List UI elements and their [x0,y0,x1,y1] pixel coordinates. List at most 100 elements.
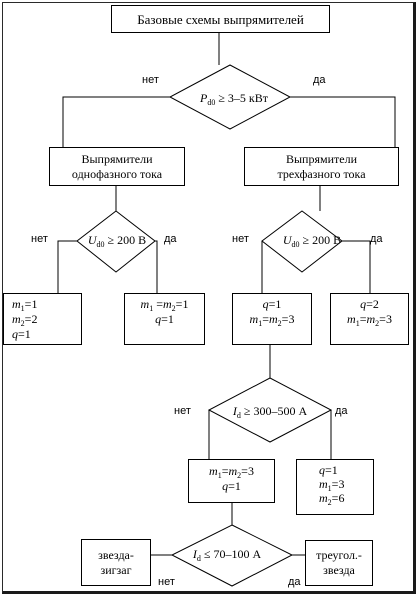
result-3-l2-mid: = [262,312,269,326]
result-6-l2-rest: =3 [331,477,345,491]
decision-5-sub: d [196,554,201,563]
connector-decision2-yes [155,240,158,293]
decision-1-no-label: нет [142,74,159,86]
result-delta-box: треугол.- звезда [305,540,373,586]
decision-2-yes-label: да [164,233,177,245]
result-6-box: q=1 m1=3 m2=6 [296,459,374,515]
result-1-box: m1=1 m2=2 q=1 [3,293,82,345]
connector-decision1-yes [290,96,396,147]
title-text: Базовые схемы выпрямителей [137,11,304,27]
decision-4-no-label: нет [174,405,191,417]
result-5-l1-sub-a: 1 [217,471,222,480]
result-5-l1-rest: =3 [241,464,254,478]
result-4-l2-var-a: m [347,312,356,326]
zigzag-line1: звезда- [98,547,134,562]
connector-decision2-no [57,240,77,293]
result-6-line3: m2=6 [319,491,373,507]
result-6-l1-var: q [319,463,325,477]
result-1-line3: q=1 [12,327,81,342]
result-5-l1-var-a: m [209,464,218,478]
three-phase-line1: Выпрямители [285,151,357,166]
result-2-line1: m1 =m2=1 [140,297,189,313]
decision-3-condition: ≥ 200 В [299,233,342,247]
decision-4-var: I [232,404,237,418]
result-1-l2-rest: =2 [24,312,38,326]
decision-1-condition: ≥ 3–5 кВт [215,91,269,105]
single-phase-box: Выпрямители однофазного тока [49,147,185,186]
result-6-l1-rest: =1 [325,463,338,477]
result-4-l1-var: q [360,297,367,311]
three-phase-box: Выпрямители трехфазного тока [244,147,399,186]
result-3-line1: q=1 [263,297,282,312]
decision-2-text: Ud0 ≥ 200 В [87,233,147,249]
result-5-l2-var: q [222,479,229,493]
decision-5-text: Id ≤ 70–100 А [192,547,262,563]
result-4-line1: q=2 [360,297,379,312]
decision-3-text: Ud0 ≥ 200 В [283,233,342,249]
result-6-line1: q=1 [319,463,373,477]
result-1-l2-sub: 2 [20,319,25,328]
result-5-l2-rest: =1 [228,479,241,493]
decision-1-diamond [168,64,292,130]
decision-5-diamond [170,524,294,587]
single-phase-line1: Выпрямители [81,151,153,166]
result-2-l1-sub-b: 2 [171,304,176,313]
decision-3-sub: d0 [291,240,300,249]
result-3-l2-rest: =3 [281,312,295,326]
result-1-line1: m1=1 [12,297,81,313]
decision-4-sub: d [236,411,241,420]
decision-4-diamond [207,377,333,443]
result-6-l2-var: m [319,477,328,491]
decision-2-var: U [87,233,97,247]
result-2-l1-mid: = [153,297,163,311]
result-6-l3-rest: =6 [331,491,345,505]
result-1-l2-var: m [12,312,21,326]
result-6-l3-sub: 2 [327,498,332,507]
delta-line1: треугол.- [316,548,362,562]
result-5-line2: q=1 [222,479,241,494]
result-4-l2-rest: =3 [379,312,392,326]
result-3-box: q=1 m1=m2=3 [232,293,312,345]
result-4-box: q=2 m1=m2=3 [330,293,409,345]
decision-5-var: I [192,547,197,561]
result-5-box: m1=m2=3 q=1 [188,459,275,503]
result-1-l1-sub: 1 [20,304,25,313]
result-2-l1-var-a: m [140,297,150,311]
result-2-l1-rest: =1 [175,297,189,311]
decision-2-sub: d0 [96,240,105,249]
connector-decision1-no [62,96,170,147]
result-2-l2-rest: =1 [161,312,174,326]
decision-5-condition: ≤ 70–100 А [200,547,262,561]
result-2-line2: q=1 [155,312,174,327]
result-2-l1-sub-a: 1 [149,304,154,313]
decision-2-condition: ≥ 200 В [104,233,147,247]
decision-4-condition: ≥ 300–500 А [240,404,308,418]
decision-3-yes-label: да [370,233,383,245]
result-3-l2-var-a: m [249,312,259,326]
result-1-l3-rest: =1 [18,327,31,341]
result-6-l3-var: m [319,491,328,505]
decision-1-text: Pd0 ≥ 3–5 кВт [200,91,269,107]
result-zigzag-box: звезда- зигзаг [81,539,151,586]
decision-5-yes-label: да [288,576,301,588]
decision-1-yes-label: да [313,74,326,86]
connector-decision3-yes [342,240,371,293]
result-5-l1-sub-b: 2 [237,471,242,480]
result-3-line2: m1=m2=3 [249,312,295,328]
title-box: Базовые схемы выпрямителей [111,5,330,33]
decision-5-no-label: нет [158,576,175,588]
result-2-l2-var: q [155,312,162,326]
result-5-line1: m1=m2=3 [209,464,254,480]
result-4-line2: m1=m2=3 [347,312,392,328]
result-1-line2: m2=2 [12,312,81,328]
result-1-l1-rest: =1 [24,297,38,311]
decision-3-diamond [261,210,343,273]
single-phase-line2: однофазного тока [71,166,163,181]
result-5-l1-var-b: m [228,464,238,478]
zigzag-line2: зигзаг [100,562,132,577]
decision-3-no-label: нет [232,233,249,245]
decision-4-yes-label: да [335,405,348,417]
decision-1-sub: d0 [207,98,216,107]
